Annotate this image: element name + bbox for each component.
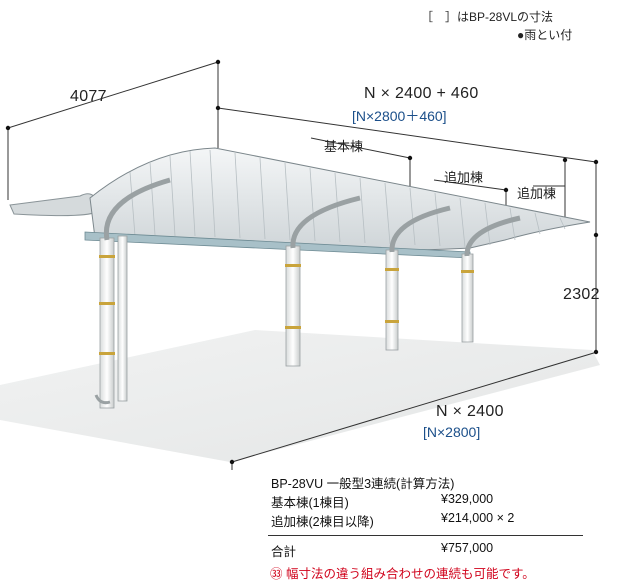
depth-dimension: 4077 xyxy=(70,88,107,105)
price-total-value: ¥757,000 xyxy=(441,541,494,555)
dimension-dots xyxy=(5,59,599,465)
price-row-additional-value: ¥214,000 × 2 xyxy=(441,511,515,525)
price-total-label: 合計 xyxy=(271,545,297,559)
total-divider xyxy=(268,535,583,536)
roof-gutter xyxy=(9,193,97,217)
width-formula-alt: [N×2800＋460] xyxy=(352,108,447,124)
price-row-additional-label: 追加棟(2棟目以降) xyxy=(271,515,374,529)
ground-slab xyxy=(0,330,600,462)
base-unit-label: 基本棟 xyxy=(324,139,364,154)
bracket-dimension-note: ［ ］はBP-28VLの寸法 xyxy=(421,10,554,24)
roof-panel xyxy=(89,147,591,251)
post-clamps xyxy=(99,255,474,355)
span-dimension-alt: [N×2800] xyxy=(423,424,481,440)
price-table-title: BP-28VU 一般型3連続(計算方法) xyxy=(271,477,455,491)
drain-pipe xyxy=(94,394,111,405)
span-dimension: N × 2400 xyxy=(436,403,504,420)
arched-arms xyxy=(103,177,521,257)
price-row-base-value: ¥329,000 xyxy=(441,492,494,506)
combination-note: ㉝ 幅寸法の違う組み合わせの連続も可能です。 xyxy=(270,567,535,581)
height-dimension: 2302 xyxy=(563,286,600,303)
additional-unit-label-1: 追加棟 xyxy=(444,170,484,185)
gutter-note: ●雨とい付 xyxy=(517,28,573,42)
additional-unit-label-2: 追加棟 xyxy=(517,186,557,201)
roof-ribs xyxy=(129,149,566,248)
price-row-base-label: 基本棟(1棟目) xyxy=(271,496,349,510)
width-formula: N × 2400 + 460 xyxy=(364,85,479,102)
